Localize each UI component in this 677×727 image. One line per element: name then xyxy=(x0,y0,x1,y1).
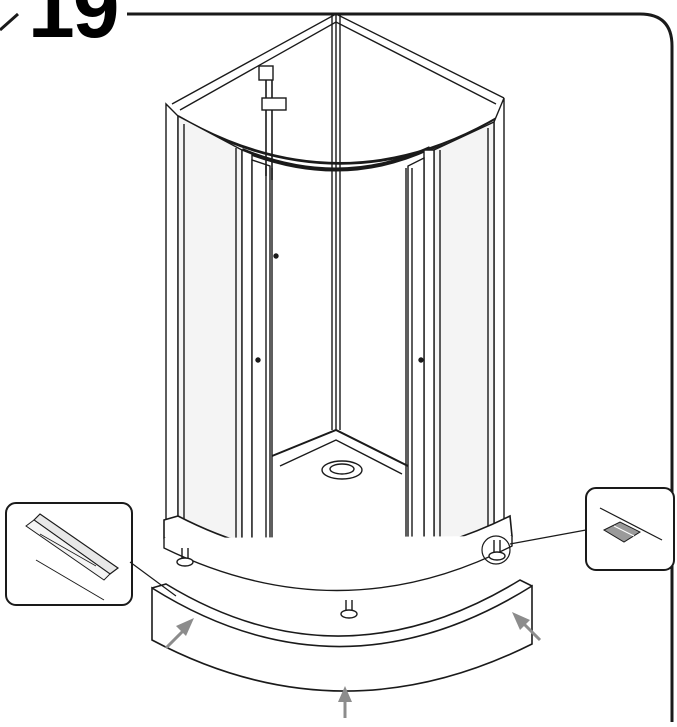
right-panel-outer xyxy=(493,97,505,530)
insertion-arrow-bottom-icon xyxy=(338,686,352,718)
insertion-arrow-right-icon xyxy=(512,612,542,642)
front-skirt-panel xyxy=(151,579,533,692)
left-door-edge xyxy=(265,166,273,560)
insertion-arrows xyxy=(164,612,542,718)
corner-post-back xyxy=(331,14,341,430)
curved-top-rail xyxy=(177,115,501,164)
left-door-stile xyxy=(241,148,253,557)
seal-strip-detail-icon xyxy=(5,502,177,606)
drain-inner xyxy=(329,463,355,475)
right-panel-frame-line xyxy=(439,128,489,548)
tray-back-inner xyxy=(279,439,403,475)
left-panel-outer xyxy=(165,102,179,536)
left-door-handle xyxy=(255,357,261,363)
step-frame-left-stub xyxy=(0,12,19,32)
top-rail-back xyxy=(171,13,505,105)
feet xyxy=(176,540,506,619)
right-panel-glass xyxy=(433,120,495,554)
step-number: 19 xyxy=(22,0,128,50)
left-panel-glass xyxy=(177,114,243,553)
back-handle xyxy=(273,253,279,259)
right-door-handle xyxy=(418,357,424,363)
left-door-glass xyxy=(251,159,271,559)
tray-back-left xyxy=(271,428,409,467)
right-door-edge xyxy=(405,168,413,560)
shower-head-holder xyxy=(258,65,274,81)
insertion-arrow-left-icon xyxy=(164,618,194,650)
top-rail-back-inner xyxy=(179,21,497,111)
shower-slider xyxy=(261,97,287,111)
right-door-stile xyxy=(423,149,435,557)
step-frame-border xyxy=(120,12,674,722)
clip-bracket-detail-icon xyxy=(481,487,675,571)
shower-rail xyxy=(265,76,273,180)
left-panel-frame-line xyxy=(183,124,237,548)
tray-bottom-edge xyxy=(163,536,513,592)
shower-enclosure xyxy=(163,13,513,619)
